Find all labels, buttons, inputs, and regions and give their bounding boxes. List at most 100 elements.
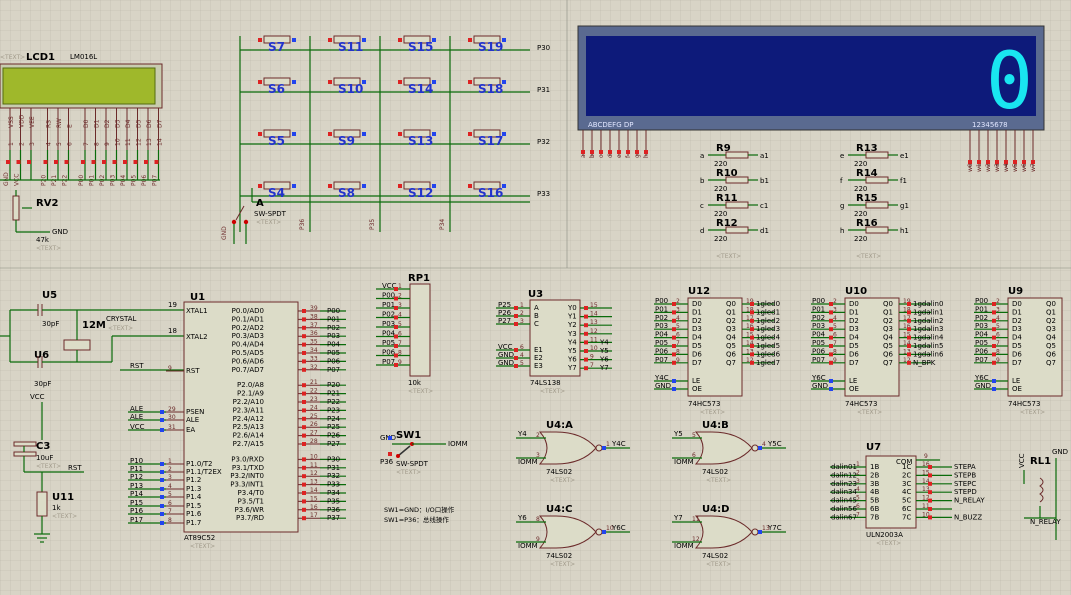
u3-pin-name: C xyxy=(534,320,539,328)
u7-pin-name: 7B xyxy=(870,513,879,521)
switch-s9[interactable]: S9 xyxy=(338,134,355,148)
switch-s4[interactable]: S4 xyxy=(268,186,285,200)
reset-circuit[interactable]: VCC C3 10uF <TEXT> RST U11 1k <TEXT> RST xyxy=(13,362,184,543)
u12-latch[interactable] xyxy=(687,297,743,397)
switch-s12[interactable]: S12 xyxy=(408,186,433,200)
mcu-pin-num: 5 xyxy=(168,491,172,498)
mcu-pin-name: EA xyxy=(186,426,195,434)
mcu-pin-num: 23 xyxy=(310,396,318,403)
switch-s7[interactable]: S7 xyxy=(268,40,285,54)
mcu-u1[interactable] xyxy=(183,301,299,533)
xtal2-pin-num: 18 xyxy=(168,327,177,335)
u3-decoder[interactable] xyxy=(529,299,581,377)
lcd-ref: LCD1 xyxy=(26,52,55,63)
u9-text: <TEXT> xyxy=(1020,409,1045,416)
nor-gate-u4-c[interactable] xyxy=(538,515,597,549)
latch-net: GND xyxy=(812,382,828,390)
rp1-resistor-pack[interactable] xyxy=(409,283,431,377)
u7-pin-num: 5 xyxy=(856,495,860,502)
lcd-pin-num: 9 xyxy=(104,142,111,146)
latch-net: 1gled0 xyxy=(756,300,780,308)
lcd-component[interactable]: LCD1 LM016L <TEXT> VSS1GNDVDD2VCCVEE3RS4… xyxy=(0,52,164,186)
gate-pin-num: 13 xyxy=(762,525,770,532)
nor-gate-u4-d[interactable] xyxy=(694,515,753,549)
mcu-pin-num: 34 xyxy=(310,347,318,354)
mcu-pin-num: 11 xyxy=(310,462,318,469)
mcu-pin-name: P1.3 xyxy=(186,485,201,493)
switch-s6[interactable]: S6 xyxy=(268,82,285,96)
latch-pin-name: D0 xyxy=(692,300,702,308)
switch-s16[interactable]: S16 xyxy=(478,186,503,200)
switch-s18[interactable]: S18 xyxy=(478,82,503,96)
latch-pin-num: 17 xyxy=(746,315,754,322)
switch-s17[interactable]: S17 xyxy=(478,134,503,148)
lcd-pin-name: D7 xyxy=(157,119,164,128)
u7-net: STEPA xyxy=(954,463,976,471)
relay-rl1[interactable]: RL1 GND VCC N_RELAY xyxy=(1018,448,1068,540)
u7-model: ULN2003A xyxy=(866,531,903,539)
switch-s14[interactable]: S14 xyxy=(408,82,433,96)
mcu-pin-num: 31 xyxy=(168,424,176,431)
res-left-net: c xyxy=(700,202,704,210)
seg-pin-c: c xyxy=(598,155,605,158)
u3-pin-num: 6 xyxy=(520,344,524,351)
switch-s11[interactable]: S11 xyxy=(338,40,363,54)
u7-net: dalin12 xyxy=(831,471,857,479)
switch-s15[interactable]: S15 xyxy=(408,40,433,54)
u3-net: Y5 xyxy=(599,347,609,355)
res-text: <TEXT> xyxy=(716,253,741,260)
latch-pin-name: D6 xyxy=(692,350,702,358)
mcu-pin-name: P1.7 xyxy=(186,519,201,527)
row-net-label: P32 xyxy=(537,138,550,146)
u7-pin-name: 1C xyxy=(902,463,911,471)
latch-pin-num: 18 xyxy=(746,306,754,313)
nor-gate-u4-a[interactable] xyxy=(538,431,597,465)
lcd-pin-name: RW xyxy=(56,118,63,128)
u7-pin-num: 14 xyxy=(922,478,930,485)
rp1-net: P07 xyxy=(382,358,395,366)
rp1-pin-num: 1 xyxy=(398,283,402,290)
switch-s8[interactable]: S8 xyxy=(338,186,355,200)
lcd-pin-num: 11 xyxy=(125,138,132,146)
mcu-pin-name: RST xyxy=(186,367,200,375)
u3-pin-name: E2 xyxy=(534,354,543,362)
gate-pin-num: 2 xyxy=(536,432,540,439)
latch-pin-num: 7 xyxy=(996,340,1000,347)
rp1-pin-num: 5 xyxy=(398,321,402,328)
sw1-switch[interactable]: SW1 GND P36 IOMM SW-SPDT <TEXT> SW1=GND：… xyxy=(380,430,468,524)
switch-s10[interactable]: S10 xyxy=(338,82,363,96)
switch-s5[interactable]: S5 xyxy=(268,134,285,148)
rl1-vcc: VCC xyxy=(1018,453,1026,468)
mcu-pin-name: P1.6 xyxy=(186,510,202,518)
u6-ref: U6 xyxy=(34,350,49,361)
u7-net: dalin34 xyxy=(831,488,858,496)
nor-gate-u4-b[interactable] xyxy=(694,431,753,465)
u10-latch[interactable] xyxy=(844,297,900,397)
lcd-pin-name: D1 xyxy=(94,119,101,128)
u7-net: dalin01 xyxy=(831,463,857,471)
latch-pin-num: 7 xyxy=(833,340,837,347)
latch-pin-name: LE xyxy=(849,377,857,385)
latch-net: P00 xyxy=(975,297,988,305)
mcu-net: P22 xyxy=(327,398,340,406)
u3-ref: U3 xyxy=(528,289,543,300)
crystal-circuit[interactable]: U5 30pF 12M CRYSTAL <TEXT> U6 30pF 19 18 xyxy=(0,290,184,388)
latch-pin-name: Q0 xyxy=(1046,300,1056,308)
res-val: 220 xyxy=(854,160,867,168)
switch-s19[interactable]: S19 xyxy=(478,40,503,54)
switch-s13[interactable]: S13 xyxy=(408,134,433,148)
mcu-net: P33 xyxy=(327,481,340,489)
latch-pin-num: 8 xyxy=(996,348,1000,355)
seg-com-w1: w1 xyxy=(976,163,983,172)
latch-pin-num: 6 xyxy=(676,332,680,339)
u10-model: 74HC573 xyxy=(845,400,877,408)
rv2-potentiometer[interactable]: RV2 47k GND <TEXT> xyxy=(12,190,68,252)
u9-latch[interactable] xyxy=(1007,297,1063,397)
u3-pin-name: B xyxy=(534,312,539,320)
note-line-1: SW1=GND：I/O口操作 xyxy=(384,505,455,514)
latch-pin-name: Q7 xyxy=(726,359,736,367)
mcu-net: P12 xyxy=(130,473,143,481)
rp1-ref: RP1 xyxy=(408,273,430,284)
u7-pin-name: 6C xyxy=(902,505,911,513)
